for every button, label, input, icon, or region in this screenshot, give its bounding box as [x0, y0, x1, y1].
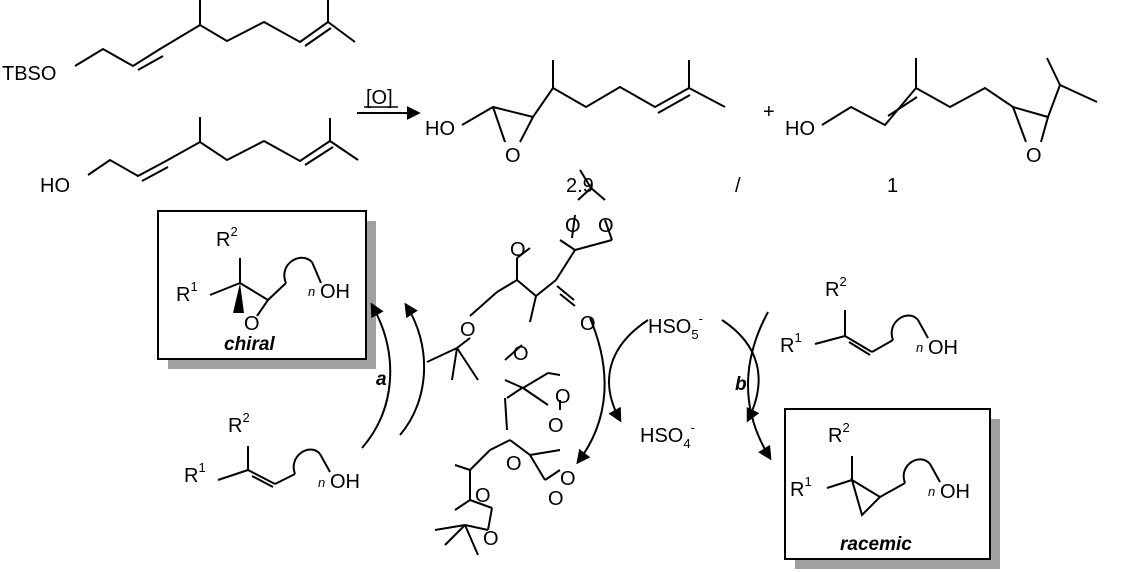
dioxirane-acetonide-o2: O	[483, 528, 499, 550]
tbso-label: TBSO	[2, 63, 56, 85]
chiral-epoxide-o: O	[244, 313, 260, 335]
geraniol-ho-label: HO	[40, 175, 70, 197]
chiral-label: chiral	[224, 334, 275, 355]
geranyl-tbs-ether	[74, 0, 356, 71]
ratio-right: 1	[887, 175, 898, 197]
chiral-r2: R2	[216, 224, 238, 251]
shi-dioxirane-catalyst	[434, 372, 561, 556]
oxone-arrow-in	[608, 319, 649, 423]
product-2-3-epoxide	[461, 60, 726, 143]
dioxirane-dioxolane-o2: O	[548, 415, 564, 437]
path-a-arrow-left	[361, 302, 392, 449]
right-sub-oh: OH	[928, 337, 958, 359]
ketone-acetonide-o2: O	[513, 343, 529, 365]
ketone-ring-o: O	[510, 239, 526, 261]
allylic-alkene-substrate-left	[217, 446, 331, 488]
path-a-arrow-right	[399, 302, 426, 436]
product1-epoxide-o: O	[505, 145, 521, 167]
shi-ketone-catalyst	[426, 169, 613, 381]
dioxirane-acetonide-o1: O	[475, 485, 491, 507]
chiral-r1: R1	[176, 279, 198, 306]
oxone-arrow-out	[721, 319, 760, 423]
left-sub-oh: OH	[330, 471, 360, 493]
dioxirane-o1: O	[560, 468, 576, 490]
reagent-label: [O]	[366, 87, 393, 109]
ketone-acetonide-o1: O	[460, 319, 476, 341]
chiral-n: n	[308, 284, 315, 299]
left-sub-r2: R2	[228, 410, 250, 437]
product-6-7-epoxide	[821, 57, 1098, 143]
chiral-oh: OH	[320, 281, 350, 303]
ketone-dioxolane-o1: O	[565, 215, 581, 237]
plus-sign: +	[763, 101, 775, 123]
ketone-dioxolane-o2: O	[598, 215, 614, 237]
allylic-alkene-substrate-right	[814, 310, 929, 356]
ketone-to-dioxirane-arrow	[576, 317, 606, 465]
dioxirane-o2: O	[548, 488, 564, 510]
product2-epoxide-o: O	[1026, 145, 1042, 167]
oxone-label: HSO5-	[648, 311, 703, 342]
product2-ho-label: HO	[785, 118, 815, 140]
left-sub-r1: R1	[184, 460, 206, 487]
racemic-n: n	[928, 484, 935, 499]
left-sub-n: n	[318, 475, 325, 490]
dioxirane-dioxolane-o1: O	[555, 386, 571, 408]
path-b-arrow	[747, 311, 772, 461]
path-a-label: a	[376, 369, 387, 390]
racemic-oh: OH	[940, 481, 970, 503]
right-sub-r1: R1	[780, 330, 802, 357]
ketone-carbonyl-o: O	[580, 313, 596, 335]
racemic-r2: R2	[828, 420, 850, 447]
geraniol	[87, 117, 359, 182]
right-sub-n: n	[916, 340, 923, 355]
path-b-label: b	[735, 374, 747, 395]
chiral-epoxide-box	[157, 210, 376, 369]
racemic-r1: R1	[790, 474, 812, 501]
sulfate-label: HSO4-	[640, 420, 695, 451]
ratio-separator: /	[735, 175, 741, 197]
right-sub-r2: R2	[825, 274, 847, 301]
racemic-label: racemic	[840, 534, 912, 555]
racemic-box	[784, 408, 1000, 569]
product1-ho-label: HO	[425, 118, 455, 140]
dioxirane-ring-o: O	[506, 453, 522, 475]
